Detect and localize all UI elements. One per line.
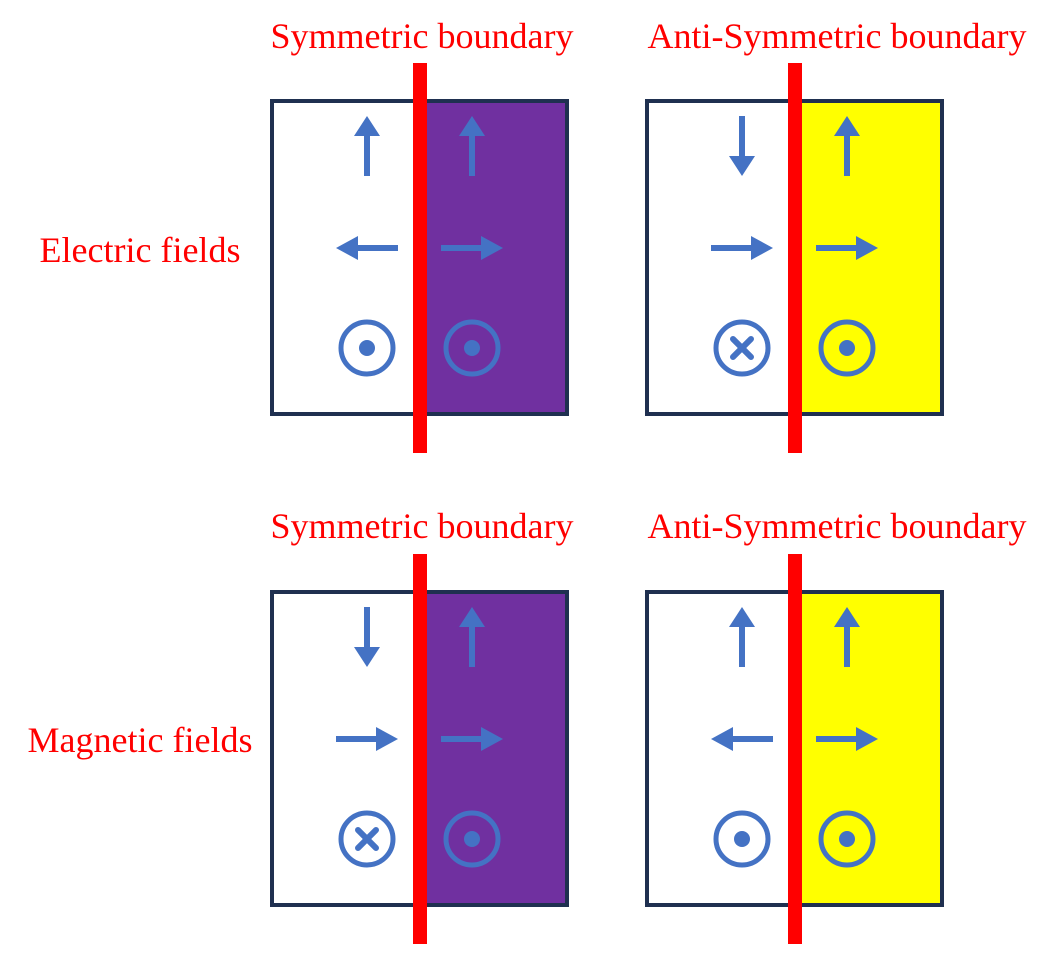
field-arrow-right-icon <box>336 727 398 751</box>
field-vector-out-of-page-icon <box>713 810 771 868</box>
image-arrow-right-icon <box>441 727 503 751</box>
image-arrow-up-icon <box>834 607 860 667</box>
panel-title-electric-symmetric: Symmetric boundary <box>271 16 574 56</box>
image-arrow-right-icon <box>441 236 503 260</box>
panel-electric-symmetric <box>270 63 569 453</box>
field-arrow-up-icon <box>729 607 755 667</box>
mirror-region <box>795 592 942 905</box>
image-vector-out-of-page-icon <box>818 319 876 377</box>
field-arrow-up-icon <box>354 116 380 176</box>
mirror-region <box>420 592 567 905</box>
image-arrow-up-icon <box>834 116 860 176</box>
row-label-electric: Electric fields <box>40 230 241 270</box>
row-label-magnetic: Magnetic fields <box>28 720 253 760</box>
image-vector-out-of-page-icon <box>443 319 501 377</box>
panel-title-magnetic-symmetric: Symmetric boundary <box>271 506 574 546</box>
image-arrow-up-icon <box>459 607 485 667</box>
panel-title-electric-antisymmetric: Anti-Symmetric boundary <box>648 16 1027 56</box>
image-vector-out-of-page-icon <box>818 810 876 868</box>
panel-magnetic-antisymmetric <box>645 554 944 944</box>
panel-magnetic-symmetric <box>270 554 569 944</box>
field-arrow-down-icon <box>729 116 755 176</box>
field-vector-into-page-icon <box>713 319 771 377</box>
mirror-region <box>795 101 942 414</box>
field-arrow-left-icon <box>336 236 398 260</box>
field-vector-into-page-icon <box>338 810 396 868</box>
panel-electric-antisymmetric <box>645 63 944 453</box>
field-arrow-down-icon <box>354 607 380 667</box>
image-arrow-right-icon <box>816 236 878 260</box>
image-vector-out-of-page-icon <box>443 810 501 868</box>
field-arrow-left-icon <box>711 727 773 751</box>
image-arrow-right-icon <box>816 727 878 751</box>
mirror-region <box>420 101 567 414</box>
field-vector-out-of-page-icon <box>338 319 396 377</box>
panel-title-magnetic-antisymmetric: Anti-Symmetric boundary <box>648 506 1027 546</box>
image-arrow-up-icon <box>459 116 485 176</box>
field-arrow-right-icon <box>711 236 773 260</box>
